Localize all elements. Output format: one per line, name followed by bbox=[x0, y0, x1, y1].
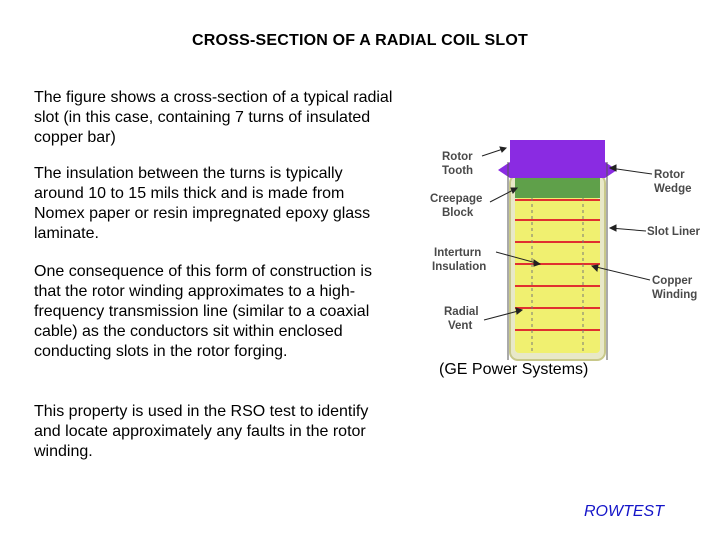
label-radial-vent-1: Radial bbox=[444, 306, 479, 318]
label-rotor-tooth-1: Rotor bbox=[442, 151, 473, 163]
interturn-insulation-lines bbox=[515, 199, 600, 331]
label-rotor-tooth-2: Tooth bbox=[442, 165, 473, 177]
slide-title: CROSS-SECTION OF A RADIAL COIL SLOT bbox=[192, 32, 528, 49]
label-radial-vent-2: Vent bbox=[448, 320, 472, 332]
label-slot-liner: Slot Liner bbox=[647, 226, 701, 238]
label-creepage-block-1: Creepage bbox=[430, 193, 482, 205]
paragraph-transmission-line: One consequence of this form of construc… bbox=[34, 263, 372, 360]
copper-winding-shape bbox=[515, 198, 600, 353]
rotor-tooth-shape bbox=[507, 162, 608, 360]
label-interturn-insulation-1: Interturn bbox=[434, 247, 481, 259]
figure-caption: (GE Power Systems) bbox=[439, 361, 589, 378]
label-rotor-wedge-1: Rotor bbox=[654, 169, 685, 181]
label-creepage-block-2: Block bbox=[442, 207, 474, 219]
paragraph-rso-test: This property is used in the RSO test to… bbox=[34, 403, 369, 460]
leader-lines bbox=[481, 146, 653, 321]
label-copper-winding-2: Winding bbox=[652, 289, 697, 301]
label-interturn-insulation-2: Insulation bbox=[432, 261, 486, 273]
brand-logo-text: ROWTEST bbox=[584, 503, 664, 520]
rotor-wedge-shape bbox=[498, 140, 617, 178]
label-copper-winding-1: Copper bbox=[652, 275, 693, 287]
creepage-block-shape bbox=[515, 178, 600, 198]
radial-vent-lines bbox=[531, 198, 584, 352]
label-rotor-wedge-2: Wedge bbox=[654, 183, 692, 195]
paragraph-insulation: The insulation between the turns is typi… bbox=[34, 165, 371, 242]
radial-slot-diagram: Rotor Tooth Creepage Block Interturn Ins… bbox=[430, 140, 701, 361]
paragraph-slot-description: The figure shows a cross-section of a ty… bbox=[34, 89, 393, 146]
